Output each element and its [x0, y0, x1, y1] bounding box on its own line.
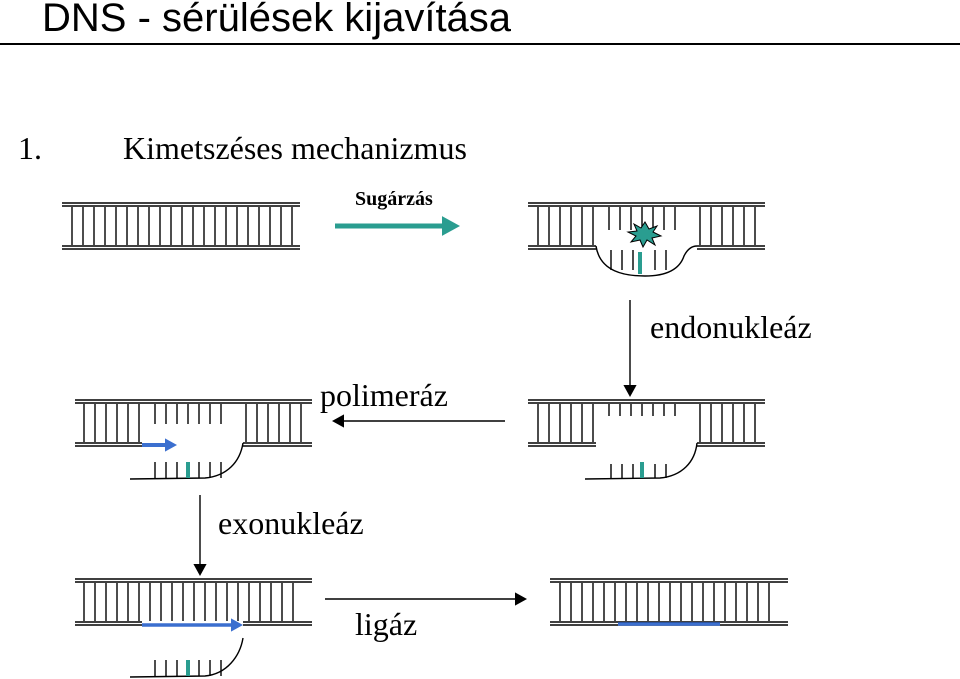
label-radiation: Sugárzás — [355, 188, 433, 210]
arrow-head — [442, 216, 460, 236]
arrow — [335, 216, 460, 236]
dna-repaired — [550, 578, 788, 626]
dna-polymerase-fill — [75, 399, 312, 480]
slide-title: DNS - sérülések kijavítása — [42, 0, 512, 40]
arrow — [142, 438, 177, 452]
dna-endonuclease-cut — [528, 399, 765, 480]
list-item-text: Kimetszéses mechanizmus — [123, 130, 467, 166]
arrow-head — [193, 564, 207, 576]
arrow-head — [515, 592, 527, 606]
damage-burst-icon — [626, 221, 663, 249]
label-endonuclease: endonukleáz — [650, 309, 812, 345]
label-ligase: ligáz — [355, 606, 418, 642]
released-fragment — [129, 637, 244, 678]
process-arrows — [193, 216, 637, 606]
list-item-number: 1. — [18, 130, 42, 166]
arrow-head — [623, 385, 637, 397]
dna-damaged — [528, 202, 765, 277]
dna-exonuclease-removal — [75, 578, 312, 678]
arrow-head — [165, 438, 177, 452]
label-polymerase: polimeráz — [320, 377, 448, 413]
arrow — [193, 495, 207, 576]
excised-strand — [129, 442, 244, 480]
arrow-head — [332, 414, 344, 428]
dna-intact — [62, 202, 300, 250]
arrow — [623, 300, 637, 397]
arrow — [142, 618, 243, 632]
arrow — [325, 592, 527, 606]
title-rule — [0, 43, 960, 45]
arrow-head — [231, 618, 243, 632]
arrow — [332, 414, 505, 428]
excised-strand — [584, 442, 698, 480]
label-exonuclease: exonukleáz — [218, 505, 364, 541]
distorted-strand — [595, 245, 698, 277]
